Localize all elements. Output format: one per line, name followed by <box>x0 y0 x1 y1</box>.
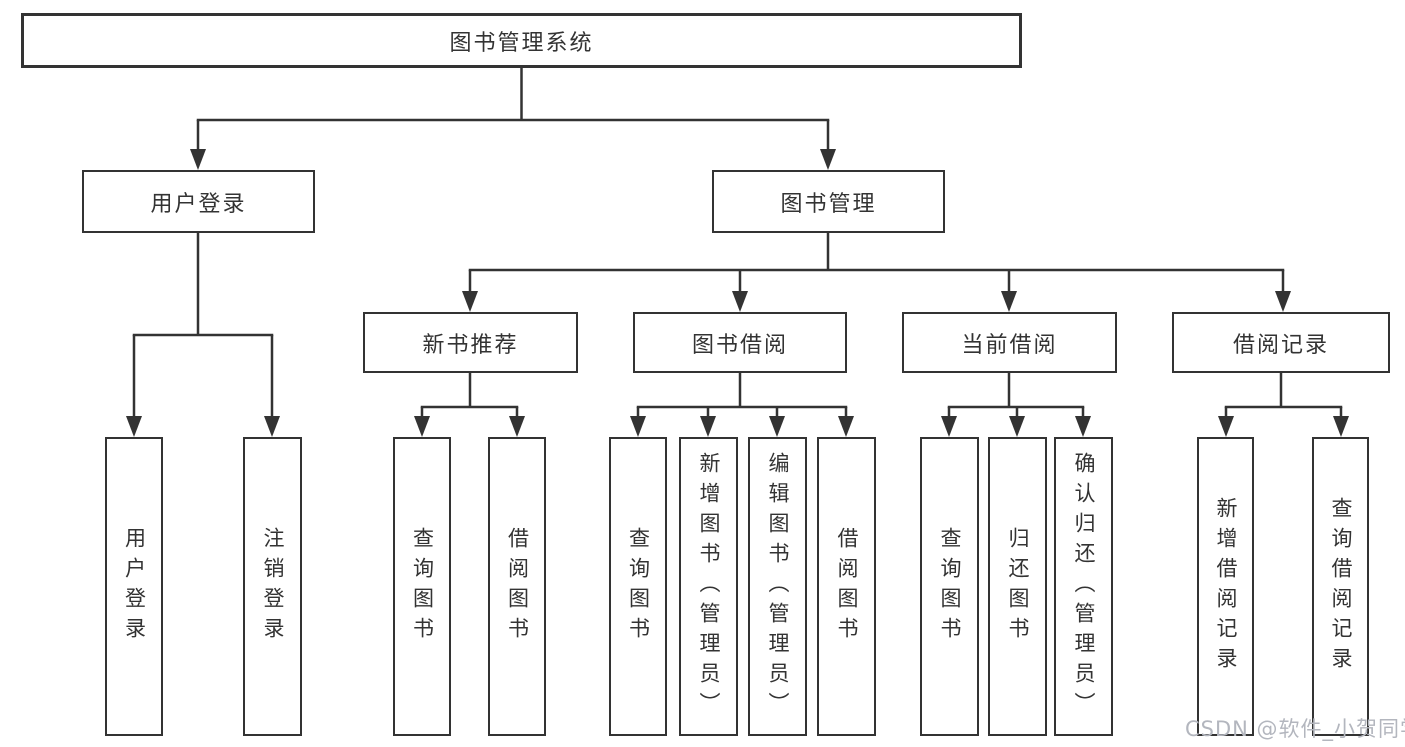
node-label: 新书推荐 <box>422 332 519 358</box>
leaf-add-books-admin: 新增图书（管理员） <box>679 437 738 736</box>
node-library-management-system: 图书管理系统 <box>21 13 1022 68</box>
node-label: 图书借阅 <box>691 332 788 358</box>
leaf-query-borrow-record: 查询借阅记录 <box>1312 437 1369 736</box>
watermark: CSDN @软件_小贺同学 <box>1185 717 1405 741</box>
leaf-edit-books-admin: 编辑图书（管理员） <box>748 437 807 736</box>
node-label: 查询图书 <box>410 526 435 647</box>
leaf-query-books-recommend: 查询图书 <box>393 437 451 736</box>
leaf-query-books-current: 查询图书 <box>920 437 979 736</box>
node-label: 用户登录 <box>122 526 147 647</box>
node-label: 借阅图书 <box>835 526 859 647</box>
node-borrowing-records: 借阅记录 <box>1172 312 1390 373</box>
node-label: 图书管理系统 <box>449 30 594 56</box>
node-book-management: 图书管理 <box>712 170 945 233</box>
node-label: 新增借阅记录 <box>1214 496 1238 677</box>
leaf-logout: 注销登录 <box>243 437 302 736</box>
node-label: 注销登录 <box>261 526 285 647</box>
node-label: 新增图书（管理员） <box>697 451 721 722</box>
node-label: 编辑图书（管理员） <box>766 451 790 722</box>
node-user-login-branch: 用户登录 <box>82 170 315 233</box>
node-current-borrowing: 当前借阅 <box>902 312 1117 373</box>
leaf-user-login: 用户登录 <box>105 437 163 736</box>
node-label: 当前借阅 <box>961 332 1058 358</box>
node-label: 查询图书 <box>626 526 651 647</box>
node-label: 借阅图书 <box>505 526 530 647</box>
node-book-borrowing: 图书借阅 <box>633 312 847 373</box>
leaf-borrow-books-recommend: 借阅图书 <box>488 437 546 736</box>
node-label: 图书管理 <box>780 191 877 217</box>
node-new-book-recommendation: 新书推荐 <box>363 312 578 373</box>
leaf-borrow-books: 借阅图书 <box>817 437 876 736</box>
leaf-query-books-borrow: 查询图书 <box>609 437 667 736</box>
node-label: 查询借阅记录 <box>1329 496 1353 677</box>
leaf-add-borrow-record: 新增借阅记录 <box>1197 437 1254 736</box>
node-label: 确认归还（管理员） <box>1072 451 1096 722</box>
node-label: 归还图书 <box>1006 526 1030 647</box>
leaf-return-books: 归还图书 <box>988 437 1047 736</box>
node-label: 用户登录 <box>150 191 247 217</box>
node-label: 借阅记录 <box>1232 332 1329 358</box>
leaf-confirm-return-admin: 确认归还（管理员） <box>1054 437 1113 736</box>
node-label: 查询图书 <box>938 526 962 647</box>
